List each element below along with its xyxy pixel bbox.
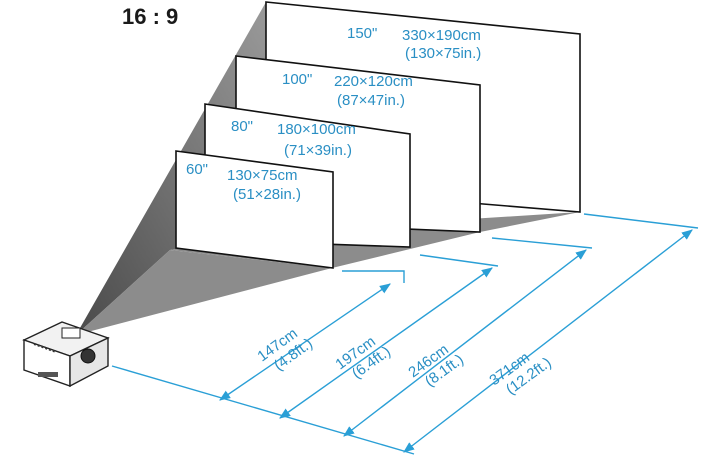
screen-100-size: 100" bbox=[282, 71, 312, 88]
screen-60-imperial: (51×28in.) bbox=[233, 186, 301, 203]
distance-arrow-371 bbox=[403, 229, 693, 453]
screen-80-imperial: (71×39in.) bbox=[284, 142, 352, 159]
distance-arrows bbox=[219, 229, 693, 453]
screen-150-metric: 330×190cm bbox=[402, 27, 481, 44]
screen-80-metric: 180×100cm bbox=[277, 121, 356, 138]
screen-150-imperial: (130×75in.) bbox=[405, 45, 481, 62]
screen-100-metric: 220×120cm bbox=[334, 73, 413, 90]
distance-arrow-197 bbox=[279, 267, 493, 419]
aspect-ratio-label: 16 : 9 bbox=[122, 4, 178, 29]
screen-80-size: 80" bbox=[231, 118, 253, 135]
screen-150-size: 150" bbox=[347, 25, 377, 42]
screen-100-imperial: (87×47in.) bbox=[337, 92, 405, 109]
distance-labels: 147cm (4.8ft.) 197cm (6.4ft.) 246cm (8.1… bbox=[254, 325, 554, 398]
projector-icon bbox=[22, 321, 110, 388]
distance-arrow-246 bbox=[343, 249, 587, 437]
screen-60: 60" 130×75cm (51×28in.) bbox=[175, 150, 334, 269]
screen-60-metric: 130×75cm bbox=[227, 167, 297, 184]
baseline-line bbox=[111, 365, 415, 455]
screen-60-size: 60" bbox=[186, 161, 208, 178]
